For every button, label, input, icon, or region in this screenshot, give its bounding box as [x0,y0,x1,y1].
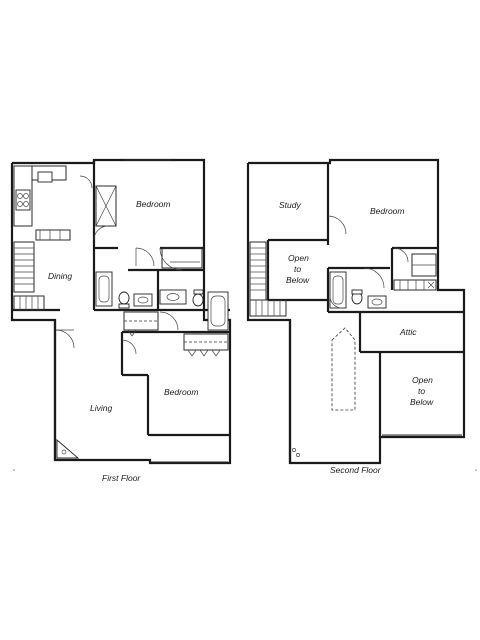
room-label-attic: Attic [399,327,417,337]
room-label-study: Study [279,200,301,210]
room-label-open-to-below-2-line2: to [418,386,425,396]
room-label-dining: Dining [48,271,72,281]
caption-first-floor: First Floor [102,473,141,483]
room-label-bedroom-3: Bedroom [370,206,405,216]
room-label-bedroom-2: Bedroom [164,387,199,397]
room-label-living: Living [90,403,112,413]
caption-second-floor: Second Floor [330,465,382,475]
second-floor-stairs [249,241,287,317]
room-label-open-to-below-2-line1: Open [412,375,433,385]
room-label-open-to-below-2-line3: Below [410,397,434,407]
second-floor-plan [246,158,466,465]
room-label-bedroom-1: Bedroom [136,199,171,209]
room-label-open-to-below-1-line1: Open [288,253,309,263]
scan-speck [475,469,477,471]
room-label-open-to-below-1-line3: Below [286,275,310,285]
first-floor-plan [10,158,232,465]
room-label-open-to-below-1-line2: to [294,264,301,274]
first-floor-stairs [13,241,45,311]
scan-speck [13,469,15,471]
